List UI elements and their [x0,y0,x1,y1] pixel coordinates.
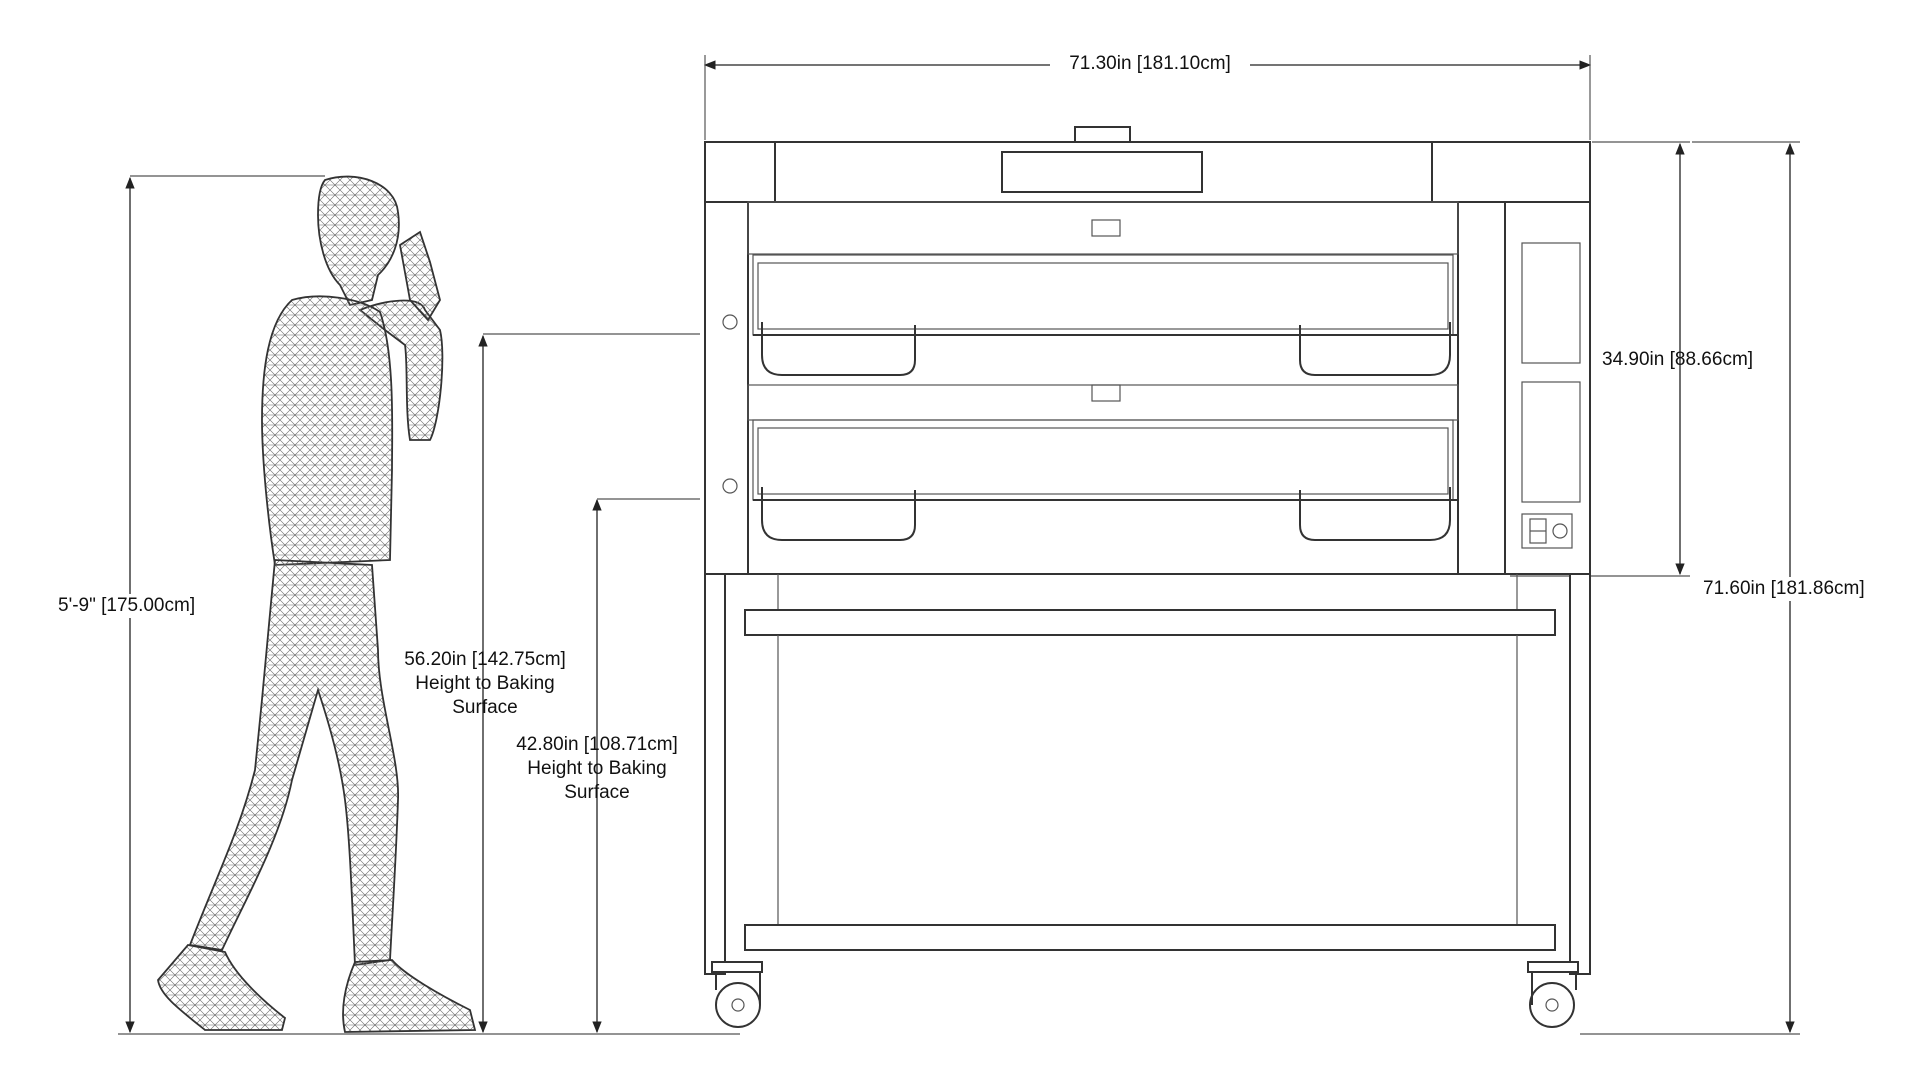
deck-oven-icon [704,126,1591,1028]
lower-deck-height-value: 42.80in [108.71cm] [516,734,678,755]
upper-deck-height-value: 56.20in [142.75cm] [404,649,566,670]
lower-deck-note-line1: Height to Baking [527,758,667,779]
lower-deck-height-label: 42.80in [108.71cm] Height to Baking Surf… [502,733,692,805]
overall-width-label: 71.30in [181.10cm] [1050,52,1250,76]
person-height-label: 5'-9" [175.00cm] [58,594,196,618]
person-figure-icon [157,175,477,1033]
overall-height-label: 71.60in [181.86cm] [1703,577,1865,601]
upper-deck-note-line2: Surface [452,697,518,718]
lower-deck-note-line2: Surface [564,782,630,803]
upper-deck-height-label: 56.20in [142.75cm] Height to Baking Surf… [390,648,580,720]
oven-height-label: 34.90in [88.66cm] [1602,349,1754,370]
upper-deck-note-line1: Height to Baking [415,673,555,694]
